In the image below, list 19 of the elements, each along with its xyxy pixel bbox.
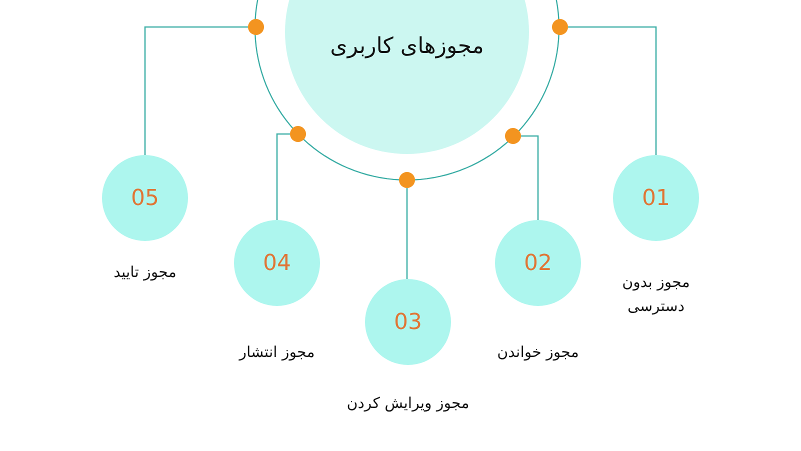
circle-marker bbox=[248, 19, 264, 35]
circle-title: مجوزهای کاربری bbox=[330, 34, 484, 59]
circle-marker bbox=[552, 19, 568, 35]
step-caption: مجوز ویرایش کردن bbox=[346, 393, 470, 414]
step-number: 04 bbox=[263, 250, 291, 276]
step-caption: مجوز انتشار bbox=[238, 342, 316, 363]
connector-line bbox=[521, 135, 539, 220]
step-caption: مجوز خواندن bbox=[496, 342, 580, 363]
step-number: 01 bbox=[642, 186, 670, 210]
circle-marker bbox=[399, 172, 415, 188]
connector-line bbox=[406, 188, 408, 279]
connector-line bbox=[144, 26, 248, 155]
step-number: 02 bbox=[524, 250, 552, 276]
step-number: 03 bbox=[394, 310, 422, 334]
step-caption: مجوز تایید bbox=[112, 262, 178, 283]
step-caption: مجوز بدون دسترسی bbox=[621, 272, 691, 317]
connector-line bbox=[568, 26, 657, 155]
step-number: 05 bbox=[131, 186, 159, 210]
connector-line bbox=[276, 133, 290, 220]
